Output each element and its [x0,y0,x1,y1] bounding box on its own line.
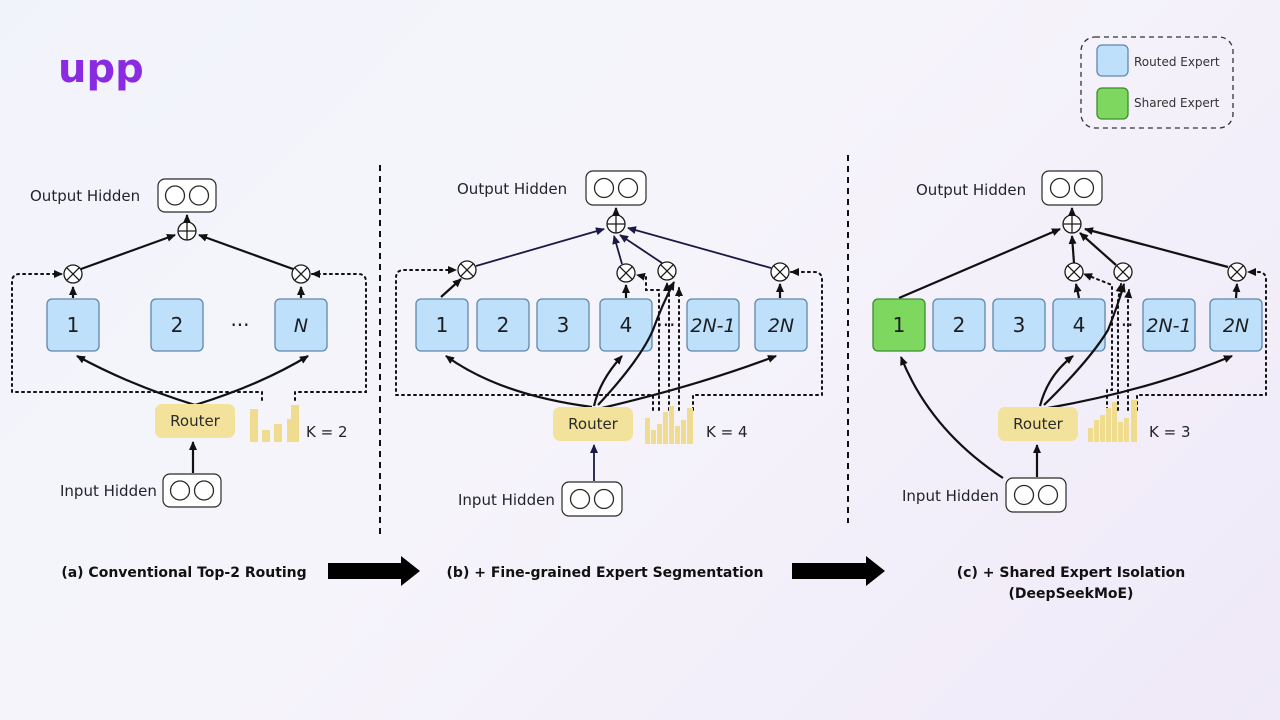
legend-routed-swatch [1096,44,1129,77]
gating-path [1124,289,1133,411]
output-hidden-vector [157,178,217,213]
routed-expert [932,298,986,352]
legend-shared-label: Shared Expert [1134,96,1220,110]
routed-expert [686,298,740,352]
output-hidden-vector [1041,170,1103,206]
sum-operator [1062,214,1082,234]
panel-a: Output Hidden 1 2 ··· N [11,178,367,581]
caption-a: (a) Conventional Top-2 Routing [61,565,306,581]
routed-expert [150,298,204,352]
gate-score-bars [1088,400,1137,442]
expert-label: 1 [893,313,906,337]
gating-path [395,266,654,411]
router-label: Router [170,412,221,430]
input-hidden-label: Input Hidden [902,487,999,505]
expert-label: 2N-1 [1146,315,1191,337]
multiply-operator [770,262,790,282]
expert-label: 4 [620,313,633,337]
routed-expert [1142,298,1196,352]
output-hidden-label: Output Hidden [916,181,1026,199]
multiply-operator [616,263,636,283]
multiply-operator [457,260,477,280]
legend-shared-swatch [1096,87,1129,120]
expert-label: 2N [768,315,794,337]
router-label: Router [1013,415,1064,433]
gating-path [692,268,823,411]
sum-operator [606,214,626,234]
expert-label: 2 [953,313,966,337]
routed-expert [536,298,590,352]
routed-expert [754,298,808,352]
gating-path [294,270,367,401]
panel-c: Output Hidden 1 [872,170,1267,602]
routed-expert [1052,298,1106,352]
multiply-operator [291,264,311,284]
multiply-operator [657,261,677,281]
router [553,407,633,441]
big-arrow-right [328,556,420,586]
gating-path [11,270,263,401]
expert-label: 3 [557,313,570,337]
input-hidden-label: Input Hidden [458,491,555,509]
routed-expert [46,298,100,352]
top-k-label: K = 2 [306,423,347,441]
caption-c: (c) + Shared Expert Isolation [957,565,1185,581]
expert-label: 1 [67,313,80,337]
routed-expert [415,298,469,352]
routed-expert [599,298,653,352]
input-hidden-label: Input Hidden [60,482,157,500]
expert-label: N [294,315,308,337]
ellipsis: ··· [230,313,249,337]
expert-label: 2N [1223,315,1249,337]
legend: Routed Expert Shared Expert [1080,36,1234,129]
output-hidden-label: Output Hidden [457,180,567,198]
multiply-operator [1113,262,1133,282]
gating-path [1136,268,1267,411]
input-hidden-vector [162,473,222,508]
top-k-label: K = 3 [1149,423,1190,441]
input-hidden-vector [561,481,623,517]
routed-expert [1209,298,1263,352]
gate-score-bars [645,406,693,444]
gate-score-bars [250,405,299,442]
multiply-operator [63,264,83,284]
output-hidden-label: Output Hidden [30,187,140,205]
multiply-operator [1227,262,1247,282]
gating-path [636,272,660,411]
input-hidden-vector [1005,477,1067,513]
router [155,404,235,438]
expert-label: 2N-1 [690,315,735,337]
router-label: Router [568,415,619,433]
expert-label: 3 [1013,313,1026,337]
upp-logo: upp [58,46,144,92]
multiply-operator [1064,262,1084,282]
top-k-label: K = 4 [706,423,747,441]
ellipsis: ··· [656,313,675,337]
shared-expert [872,298,926,352]
sum-operator [177,221,197,241]
expert-label: 1 [436,313,449,337]
router [998,407,1078,441]
output-hidden-vector [585,170,647,206]
panel-b: Output Hidden [395,170,823,581]
caption-b: (b) + Fine-grained Expert Segmentation [447,565,764,581]
expert-label: 2 [171,313,184,337]
expert-label: 4 [1073,313,1086,337]
big-arrow-right [792,556,885,586]
legend-routed-label: Routed Expert [1134,55,1220,69]
routed-expert [992,298,1046,352]
routed-expert [476,298,530,352]
routed-expert [274,298,328,352]
caption-c-sub: (DeepSeekMoE) [1009,586,1134,602]
expert-label: 2 [497,313,510,337]
